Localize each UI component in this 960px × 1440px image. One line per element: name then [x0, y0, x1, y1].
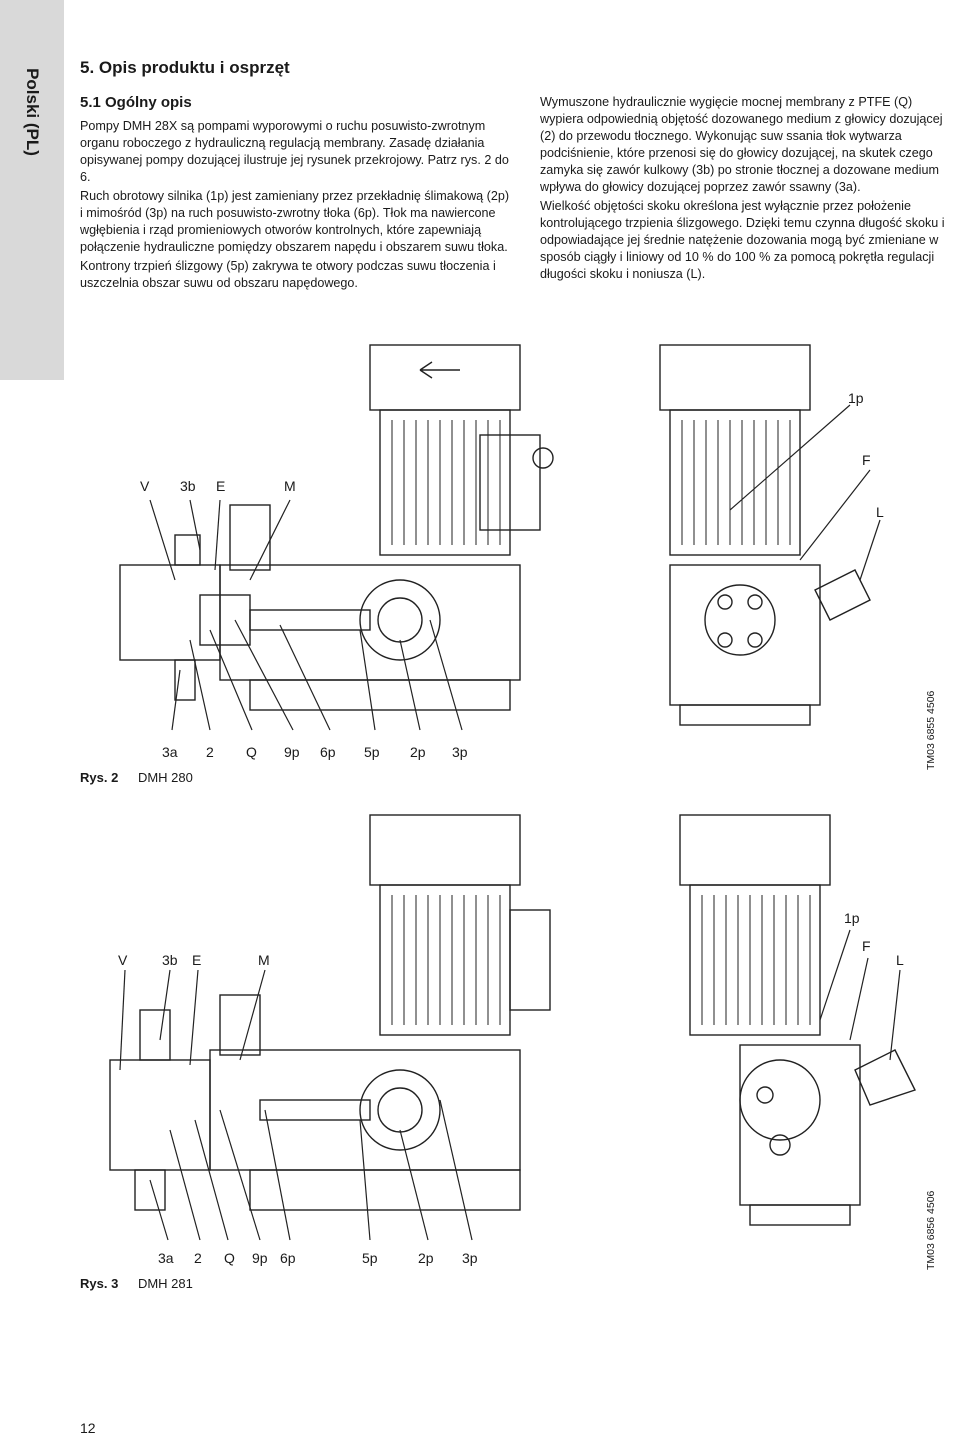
figure-number: Rys. 3: [80, 1276, 119, 1291]
callout-L: L: [876, 504, 884, 520]
callout-1p: 1p: [848, 390, 864, 406]
figure-number: Rys. 2: [80, 770, 119, 785]
callout-F: F: [862, 938, 871, 954]
callout-2: 2: [194, 1250, 202, 1266]
paragraph: Pompy DMH 28X są pompami wyporowymi o ru…: [80, 119, 509, 184]
figure-dmh280: V 3b E M 1p F L 3a 2 Q 9p 6p 5p 2p 3p Ry…: [80, 340, 940, 800]
callout-3b: 3b: [180, 478, 196, 494]
callout-V: V: [118, 952, 128, 968]
paragraph: Wymuszone hydraulicznie wygięcie mocnej …: [540, 95, 943, 194]
callout-E: E: [216, 478, 226, 494]
figure-title: DMH 281: [137, 1276, 193, 1291]
callout-2p: 2p: [418, 1250, 434, 1266]
section-title: 5. Opis produktu i osprzęt: [80, 58, 290, 77]
drawing-code: TM03 6856 4506: [925, 1190, 937, 1270]
callout-V: V: [140, 478, 150, 494]
callout-3p: 3p: [452, 744, 468, 760]
language-label: Polski (PL): [23, 68, 42, 156]
figure-dmh281: V 3b E M 1p F L 3a 2 Q 9p 6p 5p 2p 3p Ry…: [80, 800, 940, 1300]
callout-F: F: [862, 452, 871, 468]
callout-L: L: [896, 952, 904, 968]
callout-9p: 9p: [284, 744, 300, 760]
right-text-column: Wymuszone hydraulicznie wygięcie mocnej …: [540, 94, 950, 285]
paragraph: Kontrony trzpień ślizgowy (5p) zakrywa t…: [80, 259, 496, 290]
callout-Q: Q: [246, 744, 257, 760]
figure-caption: Rys. 2 DMH 280: [80, 770, 193, 785]
callout-3p: 3p: [462, 1250, 478, 1266]
callout-1p: 1p: [844, 910, 860, 926]
page-number: 12: [80, 1420, 96, 1436]
callout-2p: 2p: [410, 744, 426, 760]
callout-5p: 5p: [362, 1250, 378, 1266]
figure-title: DMH 280: [137, 770, 193, 785]
callout-3a: 3a: [158, 1250, 174, 1266]
paragraph: Ruch obrotowy silnika (1p) jest zamienia…: [80, 189, 510, 254]
callout-6p: 6p: [280, 1250, 296, 1266]
pump-cross-section-drawing: [119, 344, 881, 731]
callout-3b: 3b: [162, 952, 178, 968]
callout-E: E: [192, 952, 202, 968]
left-text-column: Pompy DMH 28X są pompami wyporowymi o ru…: [80, 118, 510, 294]
subsection-title: 5.1 Ogólny opis: [80, 94, 192, 111]
language-side-tab: Polski (PL): [0, 0, 64, 380]
drawing-code: TM03 6855 4506: [925, 690, 937, 770]
callout-3a: 3a: [162, 744, 178, 760]
callout-M: M: [284, 478, 296, 494]
callout-Q: Q: [224, 1250, 235, 1266]
callout-M: M: [258, 952, 270, 968]
figure-caption: Rys. 3 DMH 281: [80, 1276, 193, 1291]
callout-9p: 9p: [252, 1250, 268, 1266]
callout-6p: 6p: [320, 744, 336, 760]
callout-2: 2: [206, 744, 214, 760]
callout-5p: 5p: [364, 744, 380, 760]
paragraph: Wielkość objętości skoku określona jest …: [540, 199, 945, 281]
pump-cross-section-drawing: [109, 814, 916, 1241]
